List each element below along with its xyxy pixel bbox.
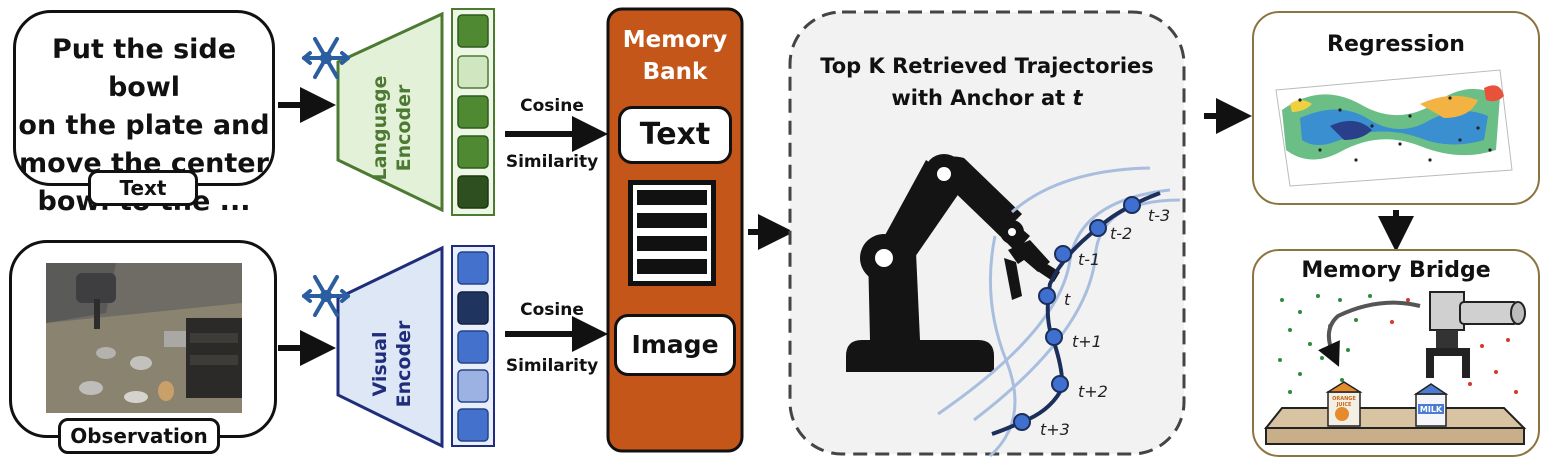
language-encoder-block — [336, 11, 444, 213]
trajectory-points — [1013, 196, 1141, 431]
trajectories-title: Top K Retrieved Trajectories with Anchor… — [796, 50, 1178, 114]
visual-encoder-label-line: Encoder — [393, 320, 415, 408]
language-encoder-label: Language Encoder — [368, 66, 416, 190]
point-t-3 — [1123, 196, 1141, 214]
point-label: t-2 — [1110, 224, 1133, 243]
robot-arm-icon — [846, 154, 1060, 372]
point-t-2 — [1089, 219, 1107, 237]
point-t+1 — [1045, 328, 1063, 346]
memory-bank-title-line: Memory — [622, 27, 728, 53]
cosine-label-image: Cosine — [520, 300, 584, 320]
memory-bridge-title: Memory Bridge — [1301, 258, 1491, 283]
regression-title: Regression — [1327, 32, 1465, 57]
trajectory-curve — [1011, 166, 1151, 214]
memory-image-card: Image — [614, 314, 736, 376]
point-label: t+3 — [1040, 420, 1070, 439]
regression-surface-plot — [1275, 69, 1513, 187]
language-encoder-label-line: Encoder — [393, 84, 415, 172]
point-label: t+2 — [1078, 382, 1108, 401]
snowflake-icon — [302, 37, 350, 79]
similarity-label-image: Similarity — [505, 356, 599, 376]
milk-carton-icon — [1413, 383, 1449, 427]
point-label: t — [1064, 290, 1071, 309]
point-label: t+1 — [1072, 332, 1102, 351]
point-label: t-3 — [1148, 206, 1171, 225]
language-encoder-label-line: Language — [369, 75, 391, 181]
point-t — [1038, 287, 1056, 305]
similarity-label-text: Similarity — [505, 152, 599, 172]
point-t+3 — [1013, 413, 1031, 431]
bridge-arrow-curve — [1318, 300, 1421, 367]
trajectories-title-line: with Anchor at t — [796, 82, 1178, 114]
prompt-line: Put the side bowl — [51, 34, 237, 103]
visual-encoder-block — [336, 245, 444, 449]
observation-image — [46, 263, 242, 413]
visual-encoder-label-line: Visual — [369, 331, 391, 397]
bars-icon — [628, 180, 716, 286]
orange-juice-carton-icon — [1325, 381, 1363, 427]
cosine-label-text: Cosine — [520, 96, 584, 116]
memory-bank-title: Memory Bank — [608, 24, 742, 88]
trajectories-title-line: Top K Retrieved Trajectories — [820, 54, 1154, 78]
trajectory-curve — [937, 188, 1171, 416]
visual-encoder-label: Visual Encoder — [368, 302, 416, 426]
memory-bank-title-line: Bank — [642, 59, 708, 85]
snowflake-icon — [302, 275, 350, 317]
anchor-symbol: t — [1072, 86, 1083, 110]
observation-tag: Observation — [58, 418, 220, 454]
point-label: t-1 — [1078, 250, 1101, 269]
point-t-1 — [1054, 245, 1072, 263]
memory-text-card: Text — [618, 106, 732, 164]
gripper-icon — [1426, 291, 1526, 378]
table-icon — [1263, 407, 1527, 429]
text-tag: Text — [88, 170, 198, 206]
milk-label: MILK — [1419, 405, 1443, 414]
orange-juice-label: ORANGE JUICE — [1332, 396, 1356, 408]
point-t+2 — [1051, 375, 1069, 393]
prompt-line: on the plate and — [18, 110, 270, 141]
trajectories-title-prefix: with Anchor at — [891, 86, 1073, 110]
